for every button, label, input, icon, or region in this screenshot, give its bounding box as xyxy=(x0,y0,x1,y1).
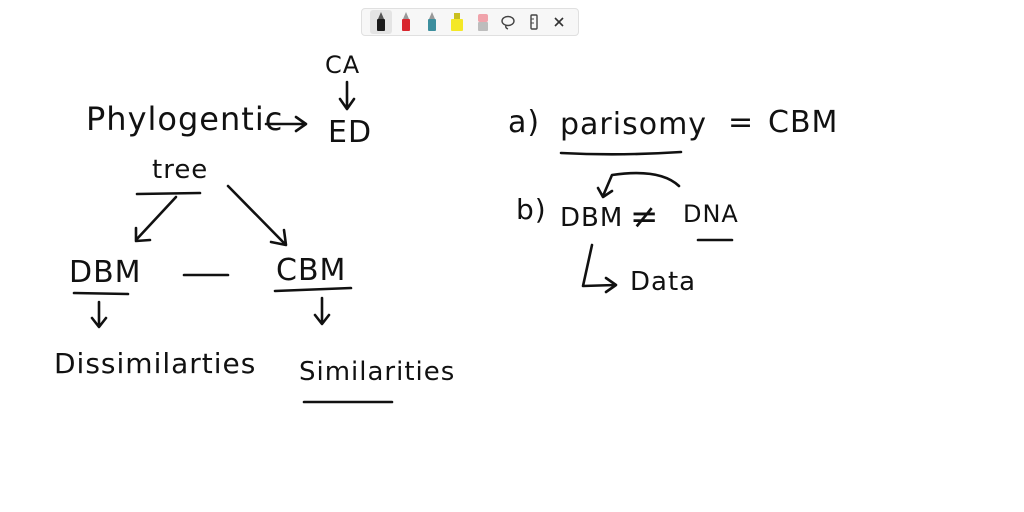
teal-pen-icon xyxy=(427,12,436,31)
underline-tree xyxy=(135,191,202,196)
ruler-tool[interactable] xyxy=(523,10,545,34)
note-equals: = xyxy=(728,105,754,140)
note-cbm-right: CBM xyxy=(768,105,838,140)
arrow-ca-to-ed xyxy=(338,80,356,111)
arrow-cbm-down xyxy=(313,296,331,326)
teal-pen-tool[interactable] xyxy=(421,10,443,34)
arrow-phylo-to-ed xyxy=(264,115,308,133)
arrow-tree-to-dbm xyxy=(134,195,178,243)
note-phylogentic: Phylogentic xyxy=(86,100,283,138)
note-not-equal: ≠ xyxy=(630,197,660,237)
yellow-highlighter-icon xyxy=(451,13,464,31)
note-data: Data xyxy=(630,267,696,297)
note-tree: tree xyxy=(152,155,208,185)
arrow-dna-to-dbm xyxy=(596,171,681,199)
close-icon xyxy=(554,17,564,27)
black-pen-tool[interactable] xyxy=(369,10,392,34)
note-dissimilarities: Dissimilarties xyxy=(54,347,256,380)
drawing-toolbar xyxy=(361,8,579,36)
arrow-tree-to-cbm xyxy=(226,184,288,247)
eraser-tool[interactable] xyxy=(472,10,494,34)
note-ca: CA xyxy=(325,51,360,79)
lasso-icon xyxy=(501,15,515,30)
black-pen-icon xyxy=(376,12,385,31)
note-cbm-left: CBM xyxy=(276,253,346,288)
ruler-icon xyxy=(530,14,538,30)
yellow-highlighter-tool[interactable] xyxy=(446,10,468,34)
underline-parsimony xyxy=(559,150,683,156)
red-pen-tool[interactable] xyxy=(395,10,417,34)
note-b-label: b) xyxy=(516,193,547,226)
arrow-dbm-down xyxy=(90,300,108,329)
note-dna: DNA xyxy=(683,200,739,228)
underline-cbm-left xyxy=(273,286,353,293)
note-parsimony: parisomy xyxy=(560,107,707,142)
note-a-label: a) xyxy=(508,105,540,140)
arrow-to-data xyxy=(581,243,618,294)
note-dbm-right: DBM xyxy=(560,203,623,233)
underline-dbm-left xyxy=(72,291,130,296)
lasso-tool[interactable] xyxy=(497,10,519,34)
note-similarities: Similarities xyxy=(299,357,455,387)
pink-eraser-icon xyxy=(477,14,488,31)
red-pen-icon xyxy=(402,12,411,31)
close-toolbar-button[interactable] xyxy=(548,10,570,34)
note-dbm-left: DBM xyxy=(69,255,142,290)
note-ed: ED xyxy=(328,115,372,150)
